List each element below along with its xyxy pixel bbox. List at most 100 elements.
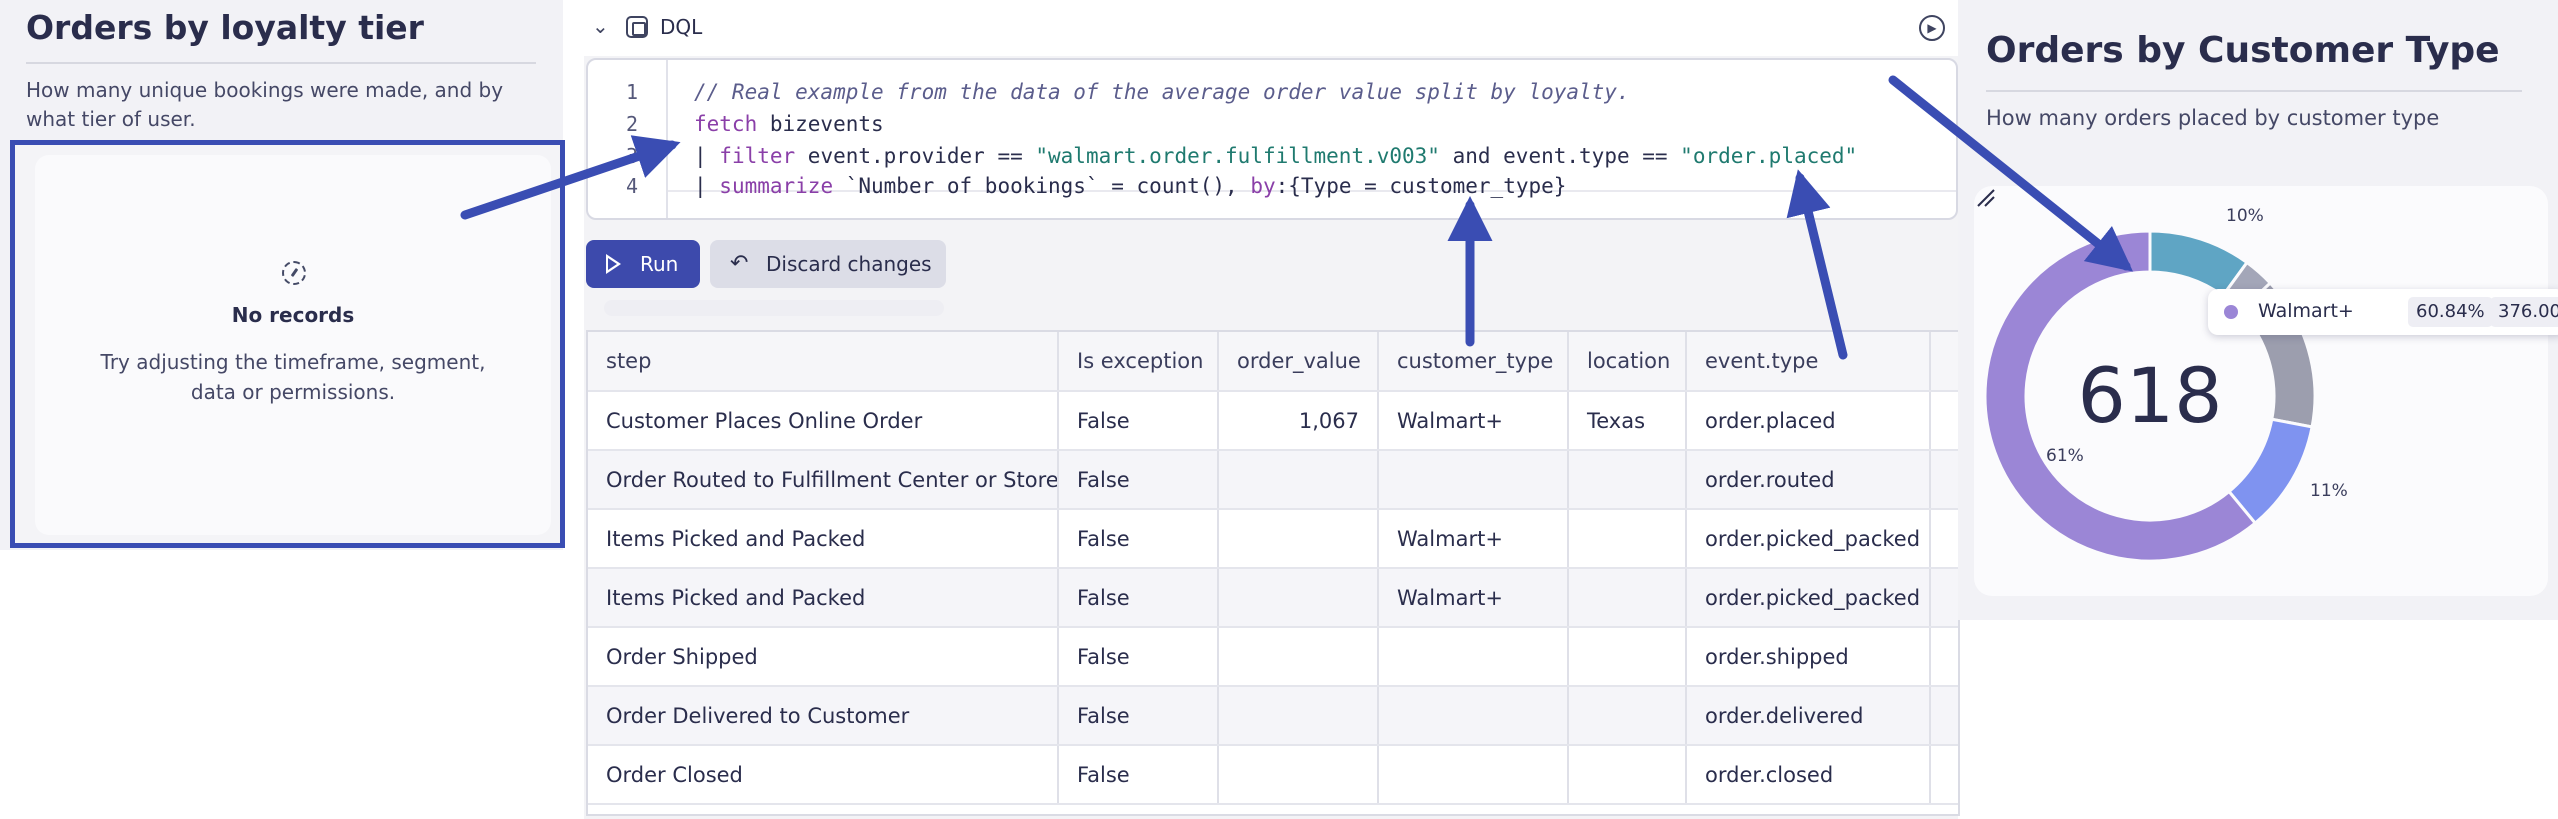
table-cell: False [1058,391,1219,451]
table-cell: False [1058,627,1219,687]
table-cell: Walmart+ [1378,391,1569,451]
table-cell: Order Delivered to Customer [588,686,1059,746]
column-header-step[interactable]: step [588,332,1059,392]
tooltip-percent: 60.84% [2408,297,2493,327]
table-cell [1568,686,1687,746]
table-header-row: step Is exception order_value customer_t… [588,332,1958,392]
code-line[interactable]: // Real example from the data of the ave… [694,80,1630,104]
row-menu-icon[interactable]: ⋮ [1930,745,1958,805]
tooltip-value: 376.00 [2490,297,2558,327]
orders-by-customer-type-tile: Orders by Customer Type How many orders … [1958,0,2558,620]
no-records-title: No records [231,303,355,327]
table-cell: Walmart+ [1378,568,1569,628]
table-cell: False [1058,686,1219,746]
table-cell [1568,509,1687,569]
table-cell: False [1058,509,1219,569]
table-cell: Items Picked and Packed [588,509,1059,569]
results-table: step Is exception order_value customer_t… [586,330,1960,816]
current-line-highlight [668,190,1956,192]
table-cell: order.picked_packed [1686,509,1931,569]
row-menu-icon [1930,391,1958,451]
column-header-location[interactable]: location [1568,332,1687,392]
slice-label: 10% [2226,206,2264,226]
table-cell [1218,686,1379,746]
table-cell [1218,745,1379,805]
discard-changes-button[interactable]: ↶ Discard changes [710,240,946,288]
table-cell: Walmart+ [1378,509,1569,569]
column-header-customer-type[interactable]: customer_type [1378,332,1569,392]
table-cell [1568,627,1687,687]
run-button[interactable]: Run [586,240,700,288]
table-cell: Texas [1568,391,1687,451]
table-cell: order.closed [1686,745,1931,805]
table-cell: order.picked_packed [1686,568,1931,628]
code-line[interactable]: | filter event.provider == "walmart.orde… [694,144,1858,168]
slice-label: 11% [2310,481,2348,501]
left-tile-title: Orders by loyalty tier [26,8,424,47]
table-cell: order.shipped [1686,627,1931,687]
slice-label: 61% [2046,446,2084,466]
row-menu-icon [1930,509,1958,569]
faint-divider [604,300,944,316]
line-number: 3 [625,144,638,168]
line-number: 2 [625,112,638,136]
row-menu-icon[interactable]: ⋮ [1930,686,1958,746]
donut-chart: 10%11%61%618 [1983,206,2348,563]
table-cell: order.delivered [1686,686,1931,746]
column-header-is-exception[interactable]: Is exception [1058,332,1219,392]
column-header-actions [1930,332,1958,392]
table-cell [1378,627,1569,687]
code-editor[interactable]: 1 2 3 4 // Real example from the data of… [586,58,1958,220]
column-header-event-type[interactable]: event.type [1686,332,1931,392]
table-cell: False [1058,745,1219,805]
code-line[interactable]: | summarize `Number of bookings` = count… [694,174,1567,198]
no-records-text: Try adjusting the timeframe, segment, da… [100,350,486,404]
orders-by-loyalty-tile: Orders by loyalty tier How many unique b… [0,0,565,550]
run-label: Run [640,252,679,276]
table-row[interactable]: Order Routed to Fulfillment Center or St… [588,450,1958,510]
empty-state-card: No records Try adjusting the timeframe, … [35,155,551,535]
right-tile-title: Orders by Customer Type [1986,30,2500,71]
row-menu-icon [1930,450,1958,510]
table-cell: Order Routed to Fulfillment Center or St… [588,450,1059,510]
right-divider [1986,90,2522,92]
table-cell: order.routed [1686,450,1931,510]
donut-chart-card: 10%11%61%618 Walmart+ 60.84% 376.00 [1974,186,2558,596]
line-gutter: 1 2 3 4 [588,60,668,218]
right-tile-description: How many orders placed by customer type [1986,106,2440,130]
code-line[interactable]: fetch bizevents [694,112,884,136]
dql-header: ⌄ DQL ▶ [584,0,1958,56]
table-cell [1218,450,1379,510]
table-cell [1568,568,1687,628]
table-cell [1218,568,1379,628]
run-query-icon[interactable]: ▶ [1919,15,1945,41]
table-cell [1218,509,1379,569]
column-header-order-value[interactable]: order_value [1218,332,1379,392]
table-cell [1218,627,1379,687]
table-cell [1378,686,1569,746]
resize-handle-icon[interactable] [1974,186,1996,208]
tooltip-series-name: Walmart+ [2258,300,2354,322]
table-cell [1568,745,1687,805]
table-cell: Order Shipped [588,627,1059,687]
chart-tooltip: Walmart+ 60.84% 376.00 [2208,289,2558,335]
table-cell: Customer Places Online Order [588,391,1059,451]
play-icon [606,254,621,274]
chevron-down-icon[interactable]: ⌄ [592,14,609,38]
table-cell: order.placed [1686,391,1931,451]
dql-icon [626,16,648,38]
row-menu-icon[interactable]: ⋮ [1930,627,1958,687]
discard-label: Discard changes [766,252,932,276]
left-divider [26,62,536,64]
dql-label: DQL [660,15,703,39]
table-cell: False [1058,568,1219,628]
table-cell: Items Picked and Packed [588,568,1059,628]
tooltip-series-dot [2224,305,2238,319]
undo-icon: ↶ [730,251,749,276]
